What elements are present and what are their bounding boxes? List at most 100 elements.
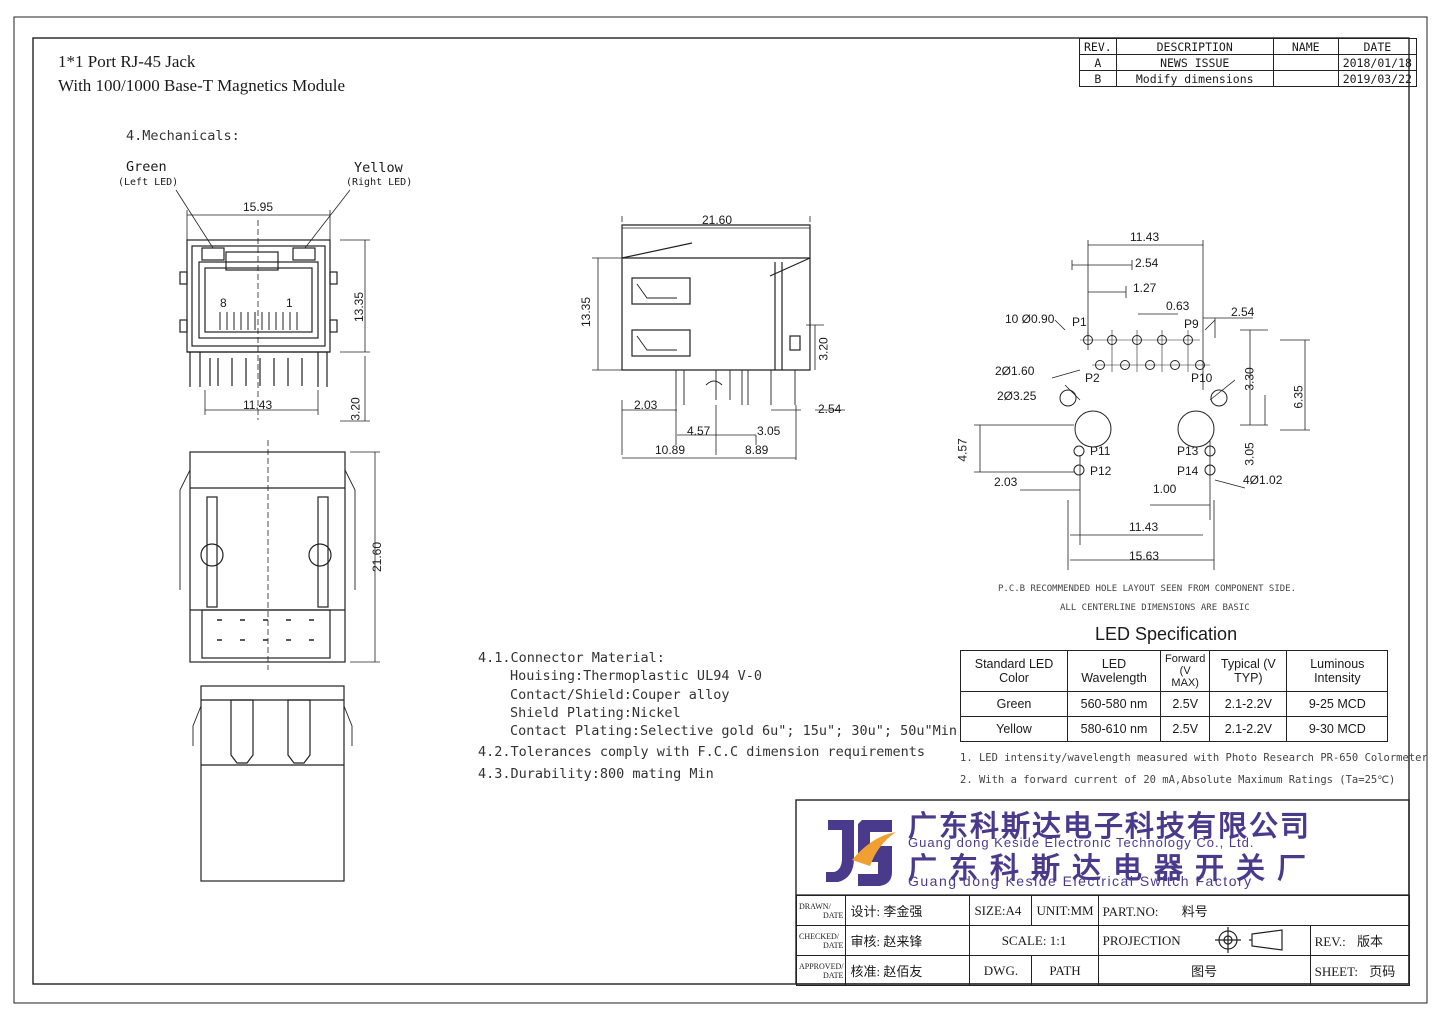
dim-front-pin-span: 11.43 [243,398,273,412]
rev-cell: REV.: 版本 [1309,925,1410,956]
dim-side-height: 13.35 [579,296,594,328]
dim-side-2-54: 2.54 [818,402,842,416]
spec-line-6: 4.2.Tolerances comply with F.C.C dimensi… [478,744,926,760]
revision-row: B Modify dimensions 2019/03/22 [1079,70,1417,87]
drawn-label-cell: DRAWN/ DATE [795,895,847,926]
led-row: Yellow 580-610 nm 2.5V 2.1-2.2V 9-30 MCD [960,716,1389,742]
rev-cn: 版本 [1357,934,1384,949]
approved-date-label: DATE [823,970,844,980]
part-no-label: PART.NO: [1102,904,1159,919]
pin-label-p2: P2 [1085,371,1100,385]
led-fwd-cell: 2.5V [1159,691,1211,717]
led-typ-cell: 2.1-2.2V [1209,691,1288,717]
yellow-led-label: Yellow [354,160,403,176]
led-spec-table: Standard LED Color LED Wavelength Forwar… [960,650,1389,742]
pcb-layout [974,240,1310,570]
inner-frame [32,37,1410,985]
led-color-cell: Green [960,691,1068,717]
spec-line-3: Contact/Shield:Couper alloy [510,687,730,703]
drawn-label: DRAWN/ [799,901,831,911]
spec-line-5: Contact Plating:Selective gold 6u"; 15u"… [510,723,958,739]
dim-pcb-10-hole: 10 Ø0.90 [1005,312,1055,326]
company-logo-icon [822,812,896,886]
led-color-cell: Yellow [960,716,1068,742]
dim-pcb-2-54-right: 2.54 [1231,305,1255,319]
yellow-led-sub: (Right LED) [346,177,413,188]
approved-label-cell: APPROVED/ DATE [795,955,847,986]
dim-pcb-2-54: 2.54 [1135,256,1159,270]
rev-cell: A [1079,54,1117,71]
approved-label: APPROVED/ [799,961,844,971]
date-cell: 2018/01/18 [1337,54,1417,71]
part-no-cell: PART.NO: 料号 [1097,895,1410,926]
dim-front-height: 13.35 [352,291,367,323]
led-fwd-cell: 2.5V [1159,716,1211,742]
unit-cell: UNIT:MM [1031,895,1099,926]
top-view [179,440,380,670]
desc-header: DESCRIPTION [1115,38,1274,55]
sheet-cn: 页码 [1369,964,1396,979]
dwg-cell: DWG. [969,955,1033,986]
led-header-fwd: Forward (V MAX) [1159,650,1211,692]
green-led-sub: (Left LED) [118,177,179,188]
revision-header-row: REV. DESCRIPTION NAME DATE [1079,38,1417,55]
dim-pcb-4-57: 4.57 [955,438,970,462]
sheet-label: SHEET: [1314,964,1358,979]
led-header-lum: Luminous Intensity [1286,650,1389,692]
dim-pcb-6-35: 6.35 [1291,385,1306,409]
pin-label-p11: P11 [1090,444,1111,458]
pin1-label: 1 [286,296,293,310]
led-header-color: Standard LED Color [960,650,1068,692]
checked-label: CHECKED/ [799,931,839,941]
outer-frame [13,16,1428,1004]
bottom-view [192,685,353,882]
approver-cell: 核准: 赵佰友 [845,955,971,986]
company-name-cn-2: 广东科斯达电器开关厂 [908,853,1319,885]
pin-label-p12: P12 [1090,464,1112,478]
designer-cell: 设计: 李金强 [845,895,971,926]
side-view [592,216,845,460]
led-header-row: Standard LED Color LED Wavelength Forwar… [960,650,1389,692]
date-cell: 2019/03/22 [1337,70,1417,87]
pin-label-p13: P13 [1177,444,1199,458]
led-note-2: 2. With a forward current of 20 mA,Absol… [960,774,1396,786]
dim-side-10-89: 10.89 [655,443,686,457]
pin8-label: 8 [220,296,227,310]
led-wave-cell: 580-610 nm [1067,716,1161,742]
led-lum-cell: 9-30 MCD [1286,716,1389,742]
name-cell [1272,54,1339,71]
rev-cell: B [1079,70,1117,87]
mechanicals-heading: 4.Mechanicals: [126,128,240,144]
part-no-cn: 料号 [1181,904,1208,919]
pin-label-p9: P9 [1184,317,1199,331]
dim-side-length: 21.60 [702,213,733,227]
pin-label-p14: P14 [1177,464,1199,478]
name-cell [1272,70,1339,87]
spec-line-4: Shield Plating:Nickel [510,705,681,721]
dim-side-4-57: 4.57 [687,424,711,438]
title-block-row: APPROVED/ DATE 核准: 赵佰友 DWG. PATH 图号 SHEE… [795,955,1410,986]
name-header: NAME [1272,38,1339,55]
dim-side-2-03: 2.03 [634,398,658,412]
led-note-1: 1. LED intensity/wavelength measured wit… [960,752,1428,764]
path-cell: PATH [1031,955,1099,986]
desc-cell: NEWS ISSUE [1115,54,1274,71]
drawing-title-line2: With 100/1000 Base-T Magnetics Module [58,76,346,95]
led-header-typ: Typical (V TYP) [1209,650,1288,692]
company-name-cn-1: 广东科斯达电子科技有限公司 [908,811,1312,843]
dim-top-length: 21.60 [370,541,385,573]
title-block-row: CHECKED/ DATE 审核: 赵来锋 SCALE: 1:1 PROJECT… [795,925,1410,956]
company-name-en-1: Guang dong Keside Electronic Technology … [908,835,1255,850]
dim-pcb-0-63: 0.63 [1166,299,1190,313]
led-wave-cell: 560-580 nm [1067,691,1161,717]
dim-pcb-3-30: 3.30 [1242,367,1257,391]
dim-front-width: 15.95 [243,200,274,214]
dim-pcb-1-27: 1.27 [1133,281,1157,295]
rev-header: REV. [1079,38,1117,55]
date-header: DATE [1337,38,1417,55]
checked-date-label: DATE [823,940,844,950]
pin-label-p1: P1 [1072,315,1087,329]
drawing-title-line1: 1*1 Port RJ-45 Jack [58,52,196,71]
company-name-en-2: Guang dong Keside Electrical Switch Fact… [908,873,1253,889]
led-spec-heading: LED Specification [1095,624,1238,644]
